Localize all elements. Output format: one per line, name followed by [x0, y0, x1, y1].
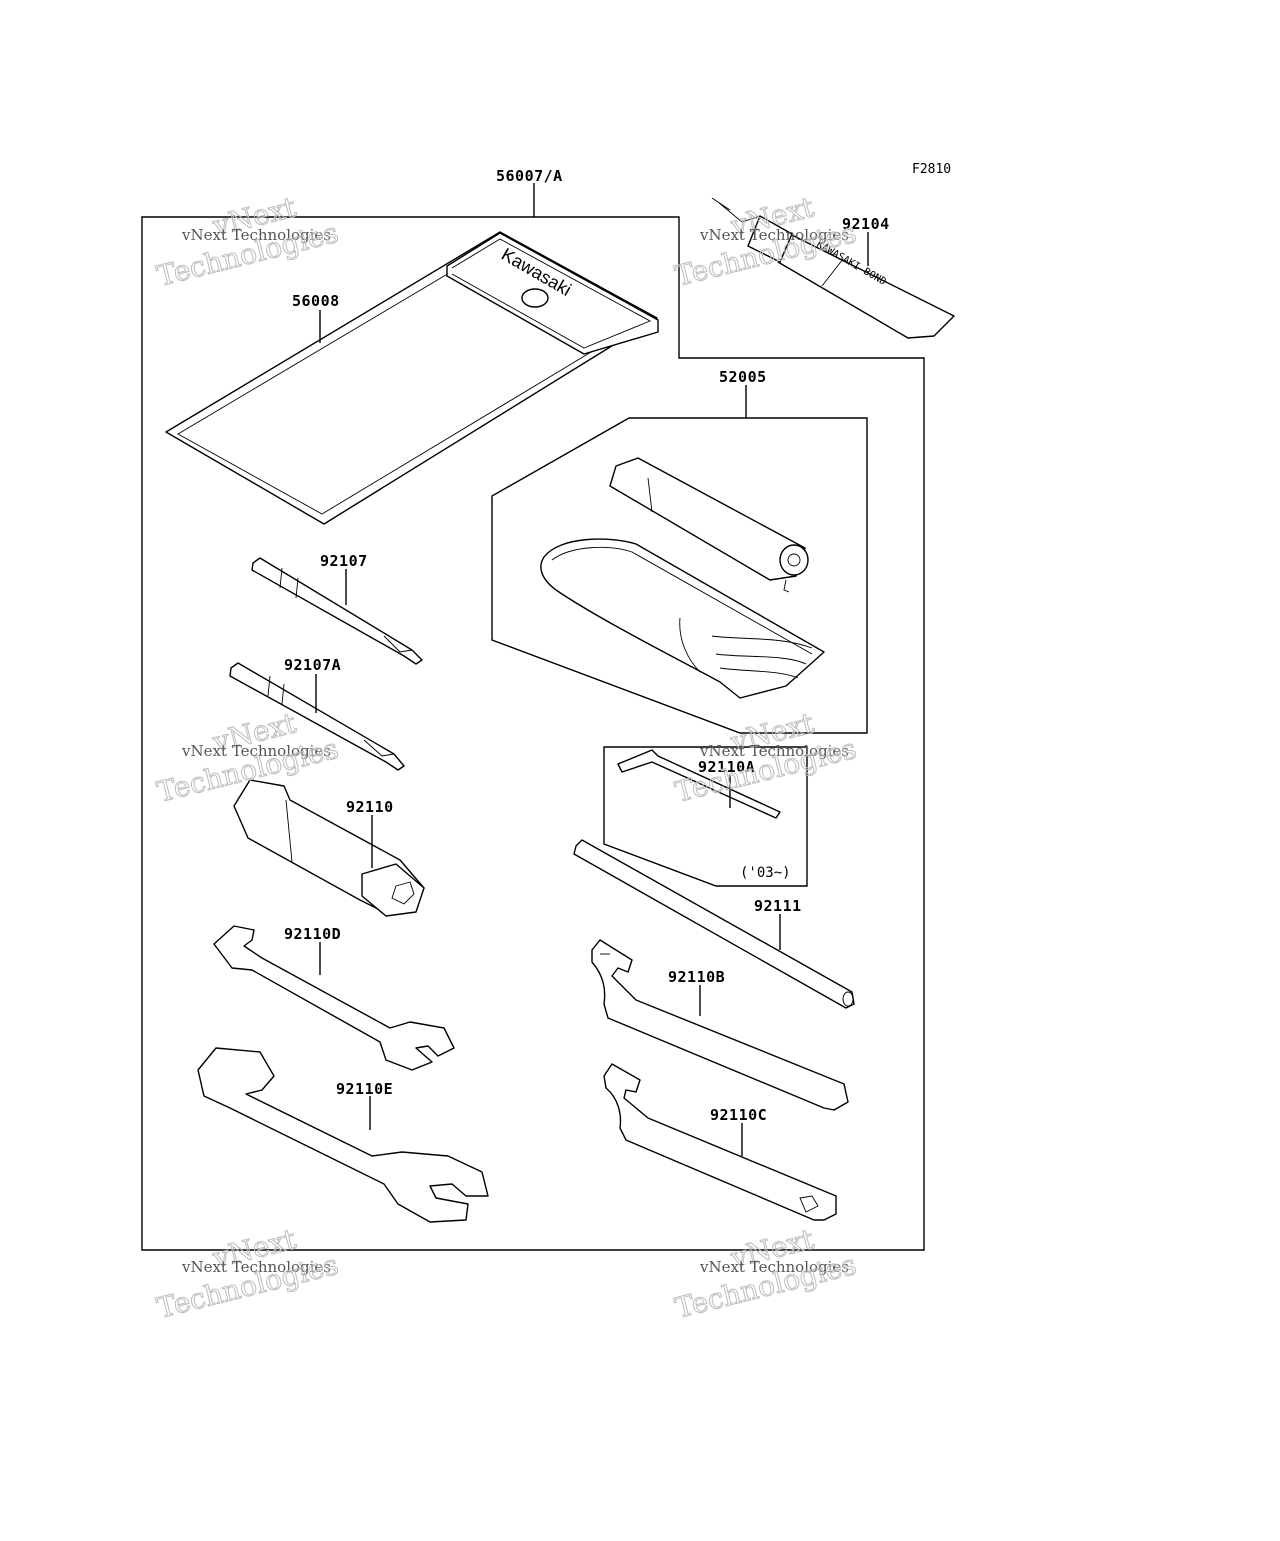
toolset-box [491, 417, 868, 734]
part-label-92110[interactable]: 92110 [346, 798, 394, 816]
part-label-92107[interactable]: 92107 [320, 552, 368, 570]
toolset-bag [540, 538, 825, 699]
part-label-56008[interactable]: 56008 [292, 292, 340, 310]
kit-boundary [141, 216, 925, 1251]
part-label-56007[interactable]: 56007/A [496, 167, 563, 185]
svg-text:vNext Technologies: vNext Technologies [699, 742, 849, 760]
part-label-92110A[interactable]: 92110A [698, 758, 755, 776]
part-label-92107A[interactable]: 92107A [284, 656, 341, 674]
part-label-52005[interactable]: 52005 [719, 368, 767, 386]
part-label-92110B[interactable]: 92110B [668, 968, 725, 986]
svg-text:vNext Technologies: vNext Technologies [181, 1258, 331, 1276]
svg-text:vNext Technologies: vNext Technologies [181, 742, 331, 760]
svg-text:vNext Technologies: vNext Technologies [181, 226, 331, 244]
watermark-6: vNext vNext Technologies Technologies [671, 1222, 860, 1326]
tommy-bar-92111 [573, 839, 855, 1009]
toolset-socket [609, 457, 809, 593]
screwdriver-bit-92107A [229, 662, 405, 771]
part-label-92110E[interactable]: 92110E [336, 1080, 393, 1098]
svg-text:vNext Technologies: vNext Technologies [699, 1258, 849, 1276]
figure-code: F2810 [912, 162, 951, 177]
hook-wrench-92110B [591, 939, 849, 1111]
tool-pouch: Kawasaki [165, 231, 659, 525]
part-label-92104[interactable]: 92104 [842, 215, 890, 233]
screwdriver-bit-92107 [251, 557, 423, 665]
bond-tube: KAWASAKI BOND [711, 197, 955, 339]
box-wrench-92110 [233, 779, 425, 917]
open-wrench-92110D [213, 925, 455, 1071]
watermark-1: vNext vNext Technologies Technologies [153, 190, 342, 294]
hex-key-92110A [617, 749, 781, 819]
hook-wrench-92110C [603, 1063, 837, 1221]
part-label-92110C[interactable]: 92110C [710, 1106, 767, 1124]
year-note: ('03~) [740, 865, 791, 881]
open-wrench-92110E [197, 1047, 489, 1223]
svg-text:vNext Technologies: vNext Technologies [699, 226, 849, 244]
watermark-4: vNext vNext Technologies Technologies [671, 706, 860, 810]
watermark-5: vNext vNext Technologies Technologies [153, 1222, 342, 1326]
part-label-92110D[interactable]: 92110D [284, 925, 341, 943]
part-label-92111[interactable]: 92111 [754, 897, 802, 915]
hexkey-box [603, 746, 808, 887]
